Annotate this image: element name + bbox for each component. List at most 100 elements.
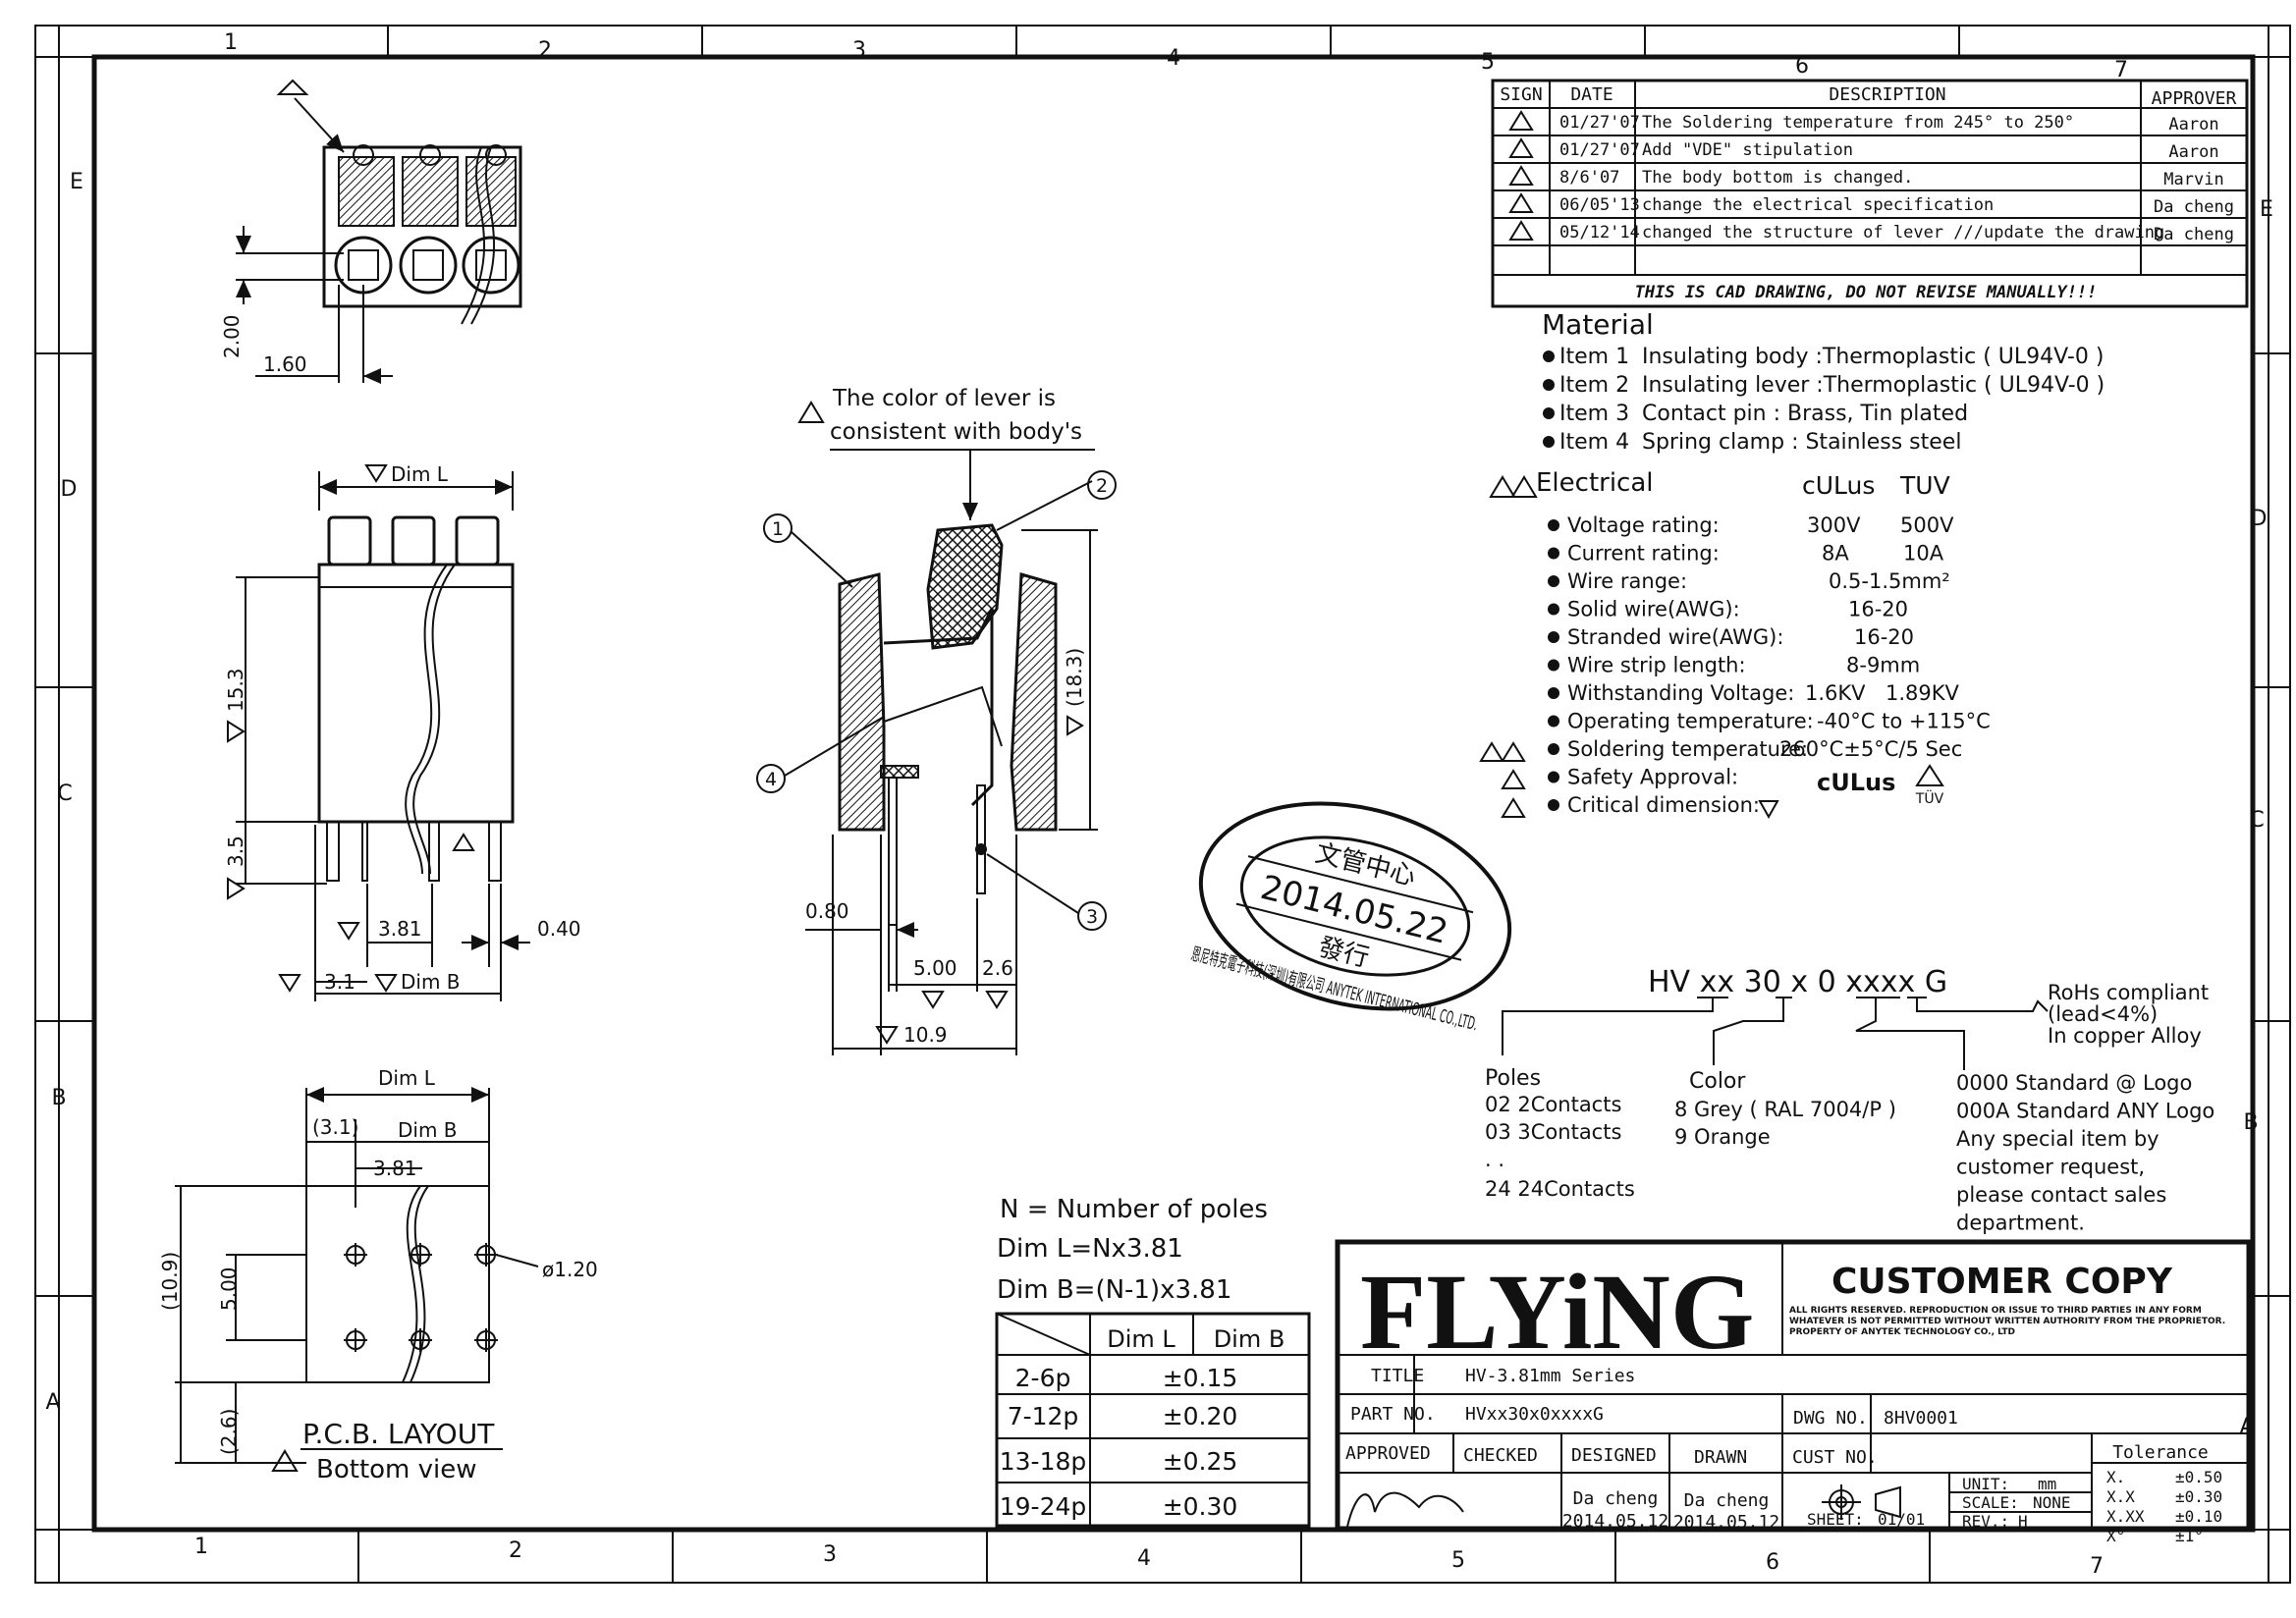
bullet-icon	[1548, 547, 1559, 560]
bullet-icon	[1548, 659, 1559, 672]
row-label: C	[2249, 808, 2264, 833]
revision-flag-icon	[276, 79, 309, 95]
section-view: The color of lever is consistent with bo…	[756, 386, 1117, 1055]
bullet-icon	[1548, 519, 1559, 531]
dim-label: 0.80	[805, 899, 849, 923]
title-label: TITLE	[1371, 1366, 1424, 1386]
projection-symbol-icon	[1822, 1484, 1901, 1520]
electrical-col-culus: cULus	[1802, 471, 1875, 500]
electrical-label: Operating temperature:	[1567, 710, 1814, 733]
tol-val: ±0.50	[2175, 1468, 2222, 1486]
tol-value: ±0.15	[1163, 1364, 1238, 1392]
poles-option: 02 2Contacts	[1485, 1093, 1621, 1116]
rev-date: 06/05'13	[1559, 195, 1640, 215]
electrical-value-culus: 260°C±5°C/5 Sec	[1779, 737, 1962, 761]
rev-description: changed the structure of lever ///update…	[1642, 223, 2164, 243]
title-value: HV-3.81mm Series	[1465, 1366, 1635, 1386]
release-stamp: 文管中心 2014.05.22 發行 恩尼特克電子科技(深圳)有限公司 ANYT…	[1189, 801, 1512, 1035]
tol-range: 7-12p	[1008, 1402, 1079, 1430]
rohs-line1: RoHs compliant	[2048, 981, 2209, 1004]
dim-label: 15.3	[224, 668, 247, 712]
drawn-date: 2014.05.12	[1673, 1512, 1779, 1533]
svg-text:cULus: cULus	[1817, 769, 1895, 796]
rev-description: change the electrical specification	[1642, 195, 1994, 215]
callout-4: 4	[765, 769, 777, 790]
revision-flag-icon	[797, 401, 825, 423]
tol-key: X.X	[2106, 1487, 2135, 1506]
row-label: C	[57, 782, 72, 806]
logo-option: customer request,	[1956, 1156, 2145, 1179]
bullet-icon	[1543, 351, 1555, 362]
electrical-value-culus: 16-20	[1848, 598, 1908, 621]
tol-key: X°	[2106, 1527, 2125, 1545]
logo-option: please contact sales	[1956, 1183, 2166, 1207]
formula-line1: N = Number of poles	[1000, 1195, 1268, 1224]
sheet-value: 01/01	[1878, 1510, 1925, 1529]
rev-date: 8/6'07	[1559, 168, 1619, 188]
logo-option: department.	[1956, 1212, 2085, 1235]
row-label: E	[70, 170, 83, 194]
dwg-no-label: DWG NO.	[1793, 1408, 1868, 1429]
electrical-title: Electrical	[1536, 468, 1654, 498]
front-view: Dim L	[224, 462, 581, 1001]
callout-2: 2	[1096, 475, 1108, 497]
unit-value: mm	[2038, 1475, 2056, 1493]
formula-line3: Dim B=(N-1)x3.81	[997, 1275, 1231, 1305]
critical-dimension-icon	[364, 464, 388, 483]
revision-flag-icon	[1479, 741, 1504, 762]
color-option: 9 Orange	[1674, 1125, 1771, 1149]
logo-option: Any special item by	[1956, 1127, 2159, 1151]
tolerance-title: Tolerance	[2112, 1442, 2209, 1463]
revision-flag-icon	[1501, 741, 1526, 762]
electrical-label: Withstanding Voltage:	[1567, 681, 1794, 705]
poles-title: Poles	[1485, 1066, 1541, 1091]
electrical-label: Solid wire(AWG):	[1567, 598, 1740, 621]
rev-approver: Aaron	[2168, 142, 2218, 162]
electrical-label: Wire range:	[1567, 569, 1687, 593]
rev-date: 05/12'14	[1559, 223, 1640, 243]
material-item-text: Insulating body :Thermoplastic ( UL94V-0…	[1642, 345, 2104, 369]
designed-label: DESIGNED	[1571, 1445, 1657, 1466]
revision-flag-icon	[1508, 192, 1534, 213]
scale-value: NONE	[2033, 1493, 2071, 1512]
bullet-icon	[1543, 436, 1555, 448]
rev-approver: Da cheng	[2154, 197, 2234, 217]
critical-dimension-icon	[227, 720, 246, 743]
callout-3: 3	[1086, 906, 1098, 928]
rev-header-date: DATE	[1570, 84, 1613, 105]
material-item-label: Item 4	[1559, 430, 1629, 455]
pcb-hole-icon	[344, 1243, 498, 1352]
dim-label: 2.6	[982, 956, 1013, 980]
tol-header-diml: Dim L	[1107, 1325, 1175, 1353]
rev-approver: Marvin	[2163, 170, 2223, 189]
part-no-value: HVxx30x0xxxxG	[1465, 1404, 1604, 1425]
pcb-layout-title: P.C.B. LAYOUT	[302, 1418, 495, 1450]
tol-val: ±1°	[2175, 1527, 2204, 1545]
revision-flag-icon	[271, 1449, 299, 1472]
rev-date: 01/27'07	[1559, 113, 1640, 133]
material-item-text: Insulating lever :Thermoplastic ( UL94V-…	[1642, 373, 2105, 398]
material-item-label: Item 2	[1559, 373, 1629, 398]
rev-header-approver: APPROVER	[2152, 88, 2237, 109]
design-date: 2014.05.12	[1562, 1511, 1668, 1532]
designer-name: Da cheng	[1573, 1488, 1659, 1509]
critical-dimension-icon	[921, 991, 945, 1009]
bullet-icon	[1548, 631, 1559, 643]
material-item-label: Item 1	[1559, 345, 1629, 369]
col-label: 5	[1481, 50, 1495, 75]
logo-option: 000A Standard ANY Logo	[1956, 1100, 2214, 1123]
dim-label: ø1.20	[542, 1258, 598, 1281]
critical-dimension-icon	[278, 974, 301, 993]
tol-range: 13-18p	[1000, 1447, 1087, 1476]
row-label: A	[45, 1390, 60, 1415]
pcb-layout-subtitle: Bottom view	[316, 1455, 477, 1484]
bullet-icon	[1548, 799, 1559, 811]
electrical-value-culus: 16-20	[1854, 625, 1914, 649]
row-label: D	[2251, 507, 2268, 531]
row-label: D	[61, 477, 78, 502]
formula-section: N = Number of poles Dim L=Nx3.81 Dim B=(…	[997, 1195, 1268, 1305]
dim-label: 5.00	[913, 956, 957, 980]
rohs-line3: In copper Alloy	[2048, 1024, 2202, 1048]
cust-no-label: CUST NO.	[1792, 1447, 1878, 1468]
